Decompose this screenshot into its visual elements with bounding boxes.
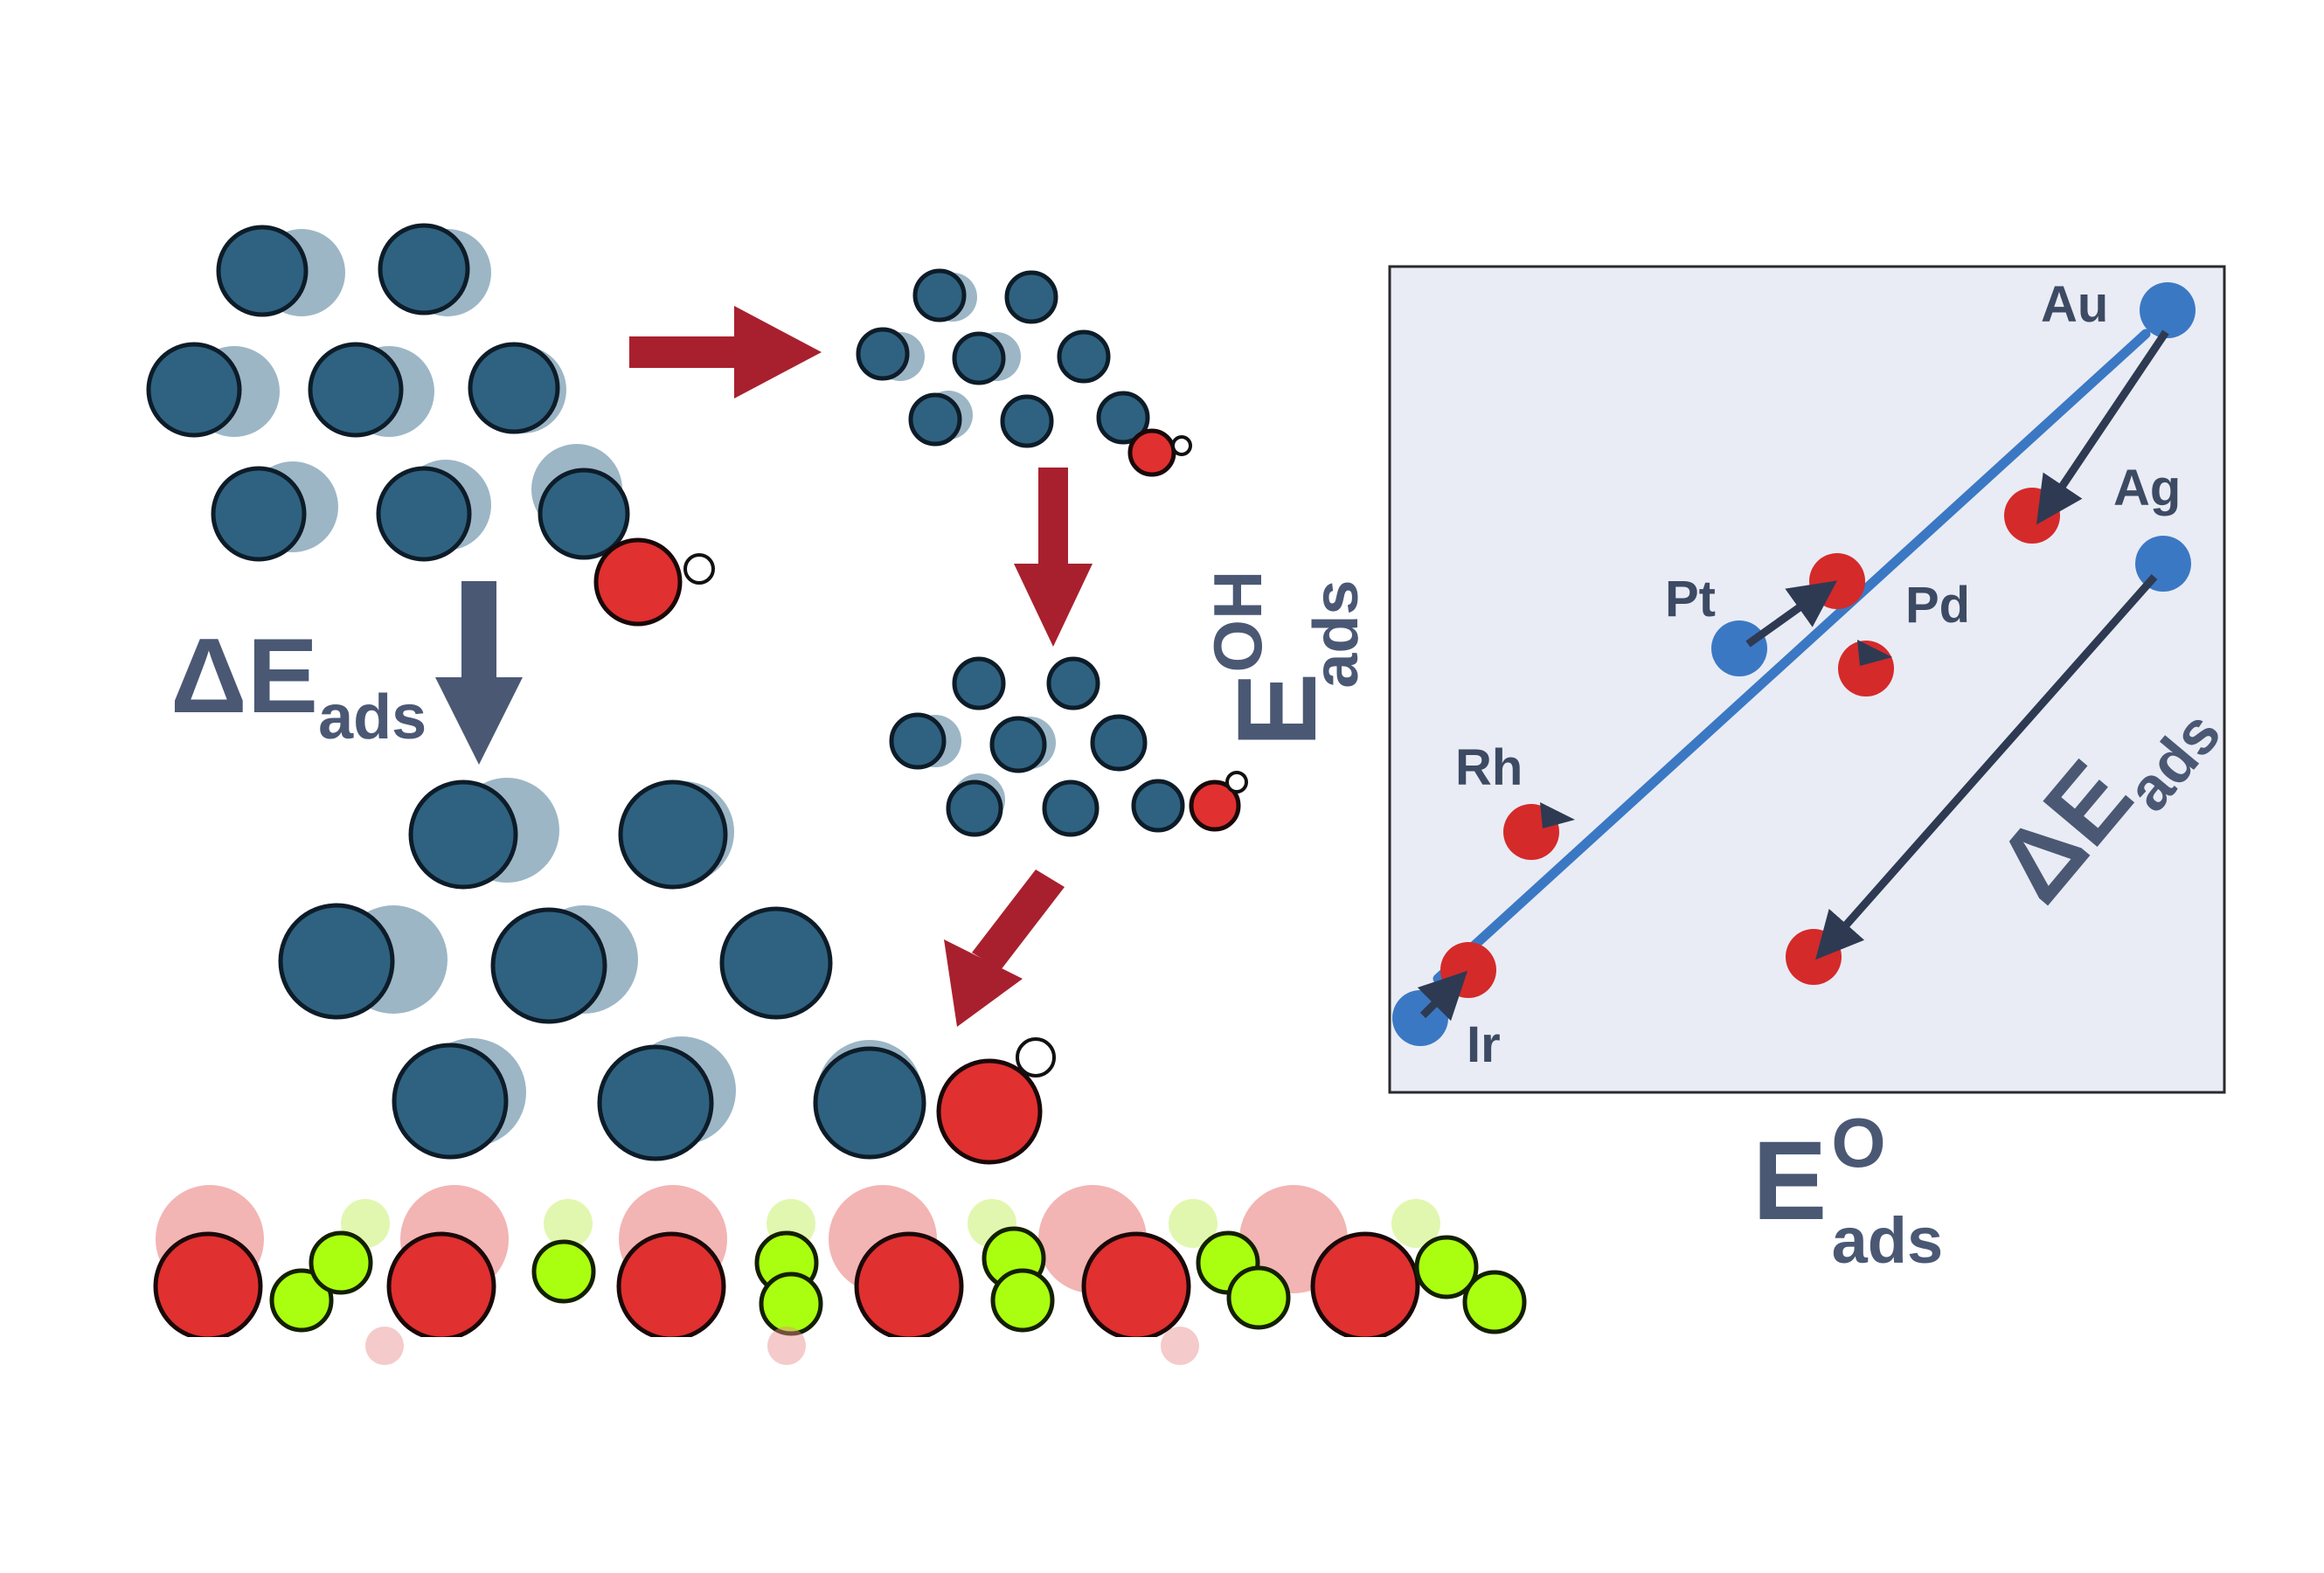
hydrogen-atom	[1016, 1037, 1056, 1078]
metal-label-ag: Ag	[2113, 460, 2181, 516]
pt-clean-marker	[1711, 620, 1767, 676]
delta-e-label-left: ΔEads	[170, 616, 427, 752]
surface-cluster-small-1	[856, 268, 1192, 477]
oxygen-atom	[936, 1058, 1043, 1165]
rh-shift-arrowhead	[1540, 802, 1575, 828]
surface-cluster-on-substrate	[278, 778, 1056, 1165]
process-arrow-down	[1014, 468, 1093, 647]
metal-label-au: Au	[2041, 276, 2108, 333]
metal-label-ir: Ir	[1467, 1016, 1501, 1073]
surface-cluster-small-2	[889, 656, 1248, 837]
hydrogen-atom	[683, 553, 715, 585]
process-arrow-right	[629, 306, 822, 398]
surface-cluster-large	[146, 223, 715, 627]
delta-arrow	[435, 581, 523, 765]
au-clean-marker	[2140, 282, 2196, 338]
process-arrow-diagonal	[944, 870, 1065, 1027]
metal-label-pd: Pd	[1905, 577, 1970, 634]
pt-shift-arrow	[1745, 580, 1837, 648]
scaling-line	[1433, 329, 2151, 984]
metal-label-pt: Pt	[1665, 571, 1716, 627]
substrate-layer	[131, 1185, 1547, 1372]
ag-shift-arrow	[1815, 574, 2158, 960]
scaling-plot: Au Ag Pt Pd Rh Ir ΔEads	[1388, 265, 2234, 1094]
metal-label-rh: Rh	[1455, 739, 1523, 796]
au-shift-arrow	[2036, 329, 2169, 525]
pt-doped-marker	[1809, 553, 1865, 609]
pd-shift-arrowhead	[1857, 640, 1892, 666]
oxygen-atom	[593, 537, 683, 627]
ir-shift-arrow	[1417, 970, 1468, 1022]
